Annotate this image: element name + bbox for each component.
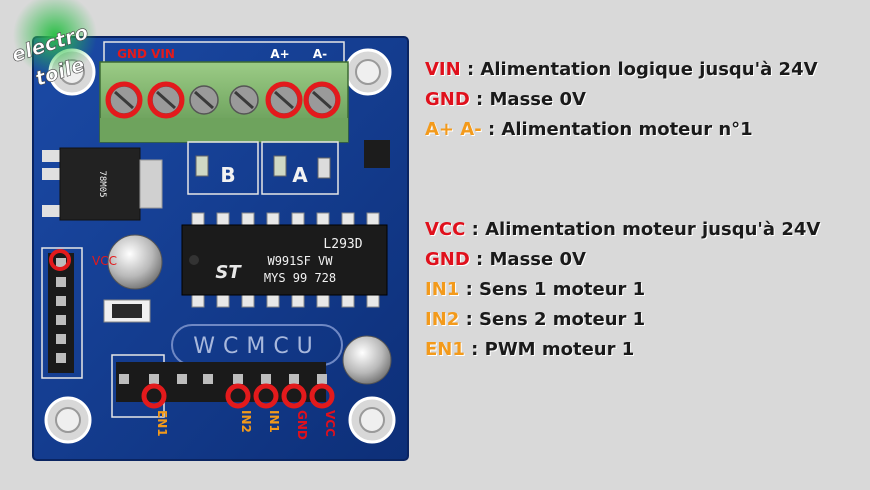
legend-row: EN1 : PWM moteur 1 <box>425 335 865 365</box>
l293d-chip: L293D W991SF VW MYS 99 728 ST <box>181 212 388 308</box>
pin-marker <box>225 383 251 409</box>
legend-description: : Masse 0V <box>469 249 586 270</box>
terminal-marker <box>303 81 341 119</box>
legend-key: EN1 <box>425 339 465 360</box>
chip-st-logo: ST <box>215 262 242 283</box>
vcc-side-label: VCC <box>92 254 117 268</box>
header-pin <box>317 374 327 384</box>
header-pin <box>261 374 271 384</box>
pin-marker <box>281 383 307 409</box>
legend-key: GND <box>425 89 470 110</box>
legend-row: IN2 : Sens 2 moteur 1 <box>425 305 865 335</box>
pin-marker <box>253 383 279 409</box>
terminal-screw <box>189 85 219 115</box>
header-pin <box>177 374 187 384</box>
legend-row: IN1 : Sens 1 moteur 1 <box>425 275 865 305</box>
terminal-marker <box>147 81 185 119</box>
pin-marker <box>141 383 167 409</box>
legend-row: VCC : Alimentation moteur jusqu'à 24V <box>425 215 865 245</box>
channel-label-a: A <box>292 163 308 187</box>
pin-label-in1: IN1 <box>267 410 281 433</box>
header-pin <box>56 315 66 325</box>
channel-leds: B A <box>187 141 339 195</box>
header-pin <box>203 374 213 384</box>
resistor <box>112 304 142 318</box>
terminal-label-gnd-vin: GND VIN <box>117 47 175 61</box>
legend-key: GND <box>425 249 470 270</box>
legend-row: VIN : Alimentation logique jusqu'à 24V <box>425 55 865 85</box>
legend-description: : Alimentation moteur jusqu'à 24V <box>465 219 821 240</box>
header-pin <box>289 374 299 384</box>
smd-chip <box>364 140 390 168</box>
terminal-screw <box>229 85 259 115</box>
terminal-label-a-plus: A+ <box>270 47 289 61</box>
header-pin <box>233 374 243 384</box>
regulator-text: 78M05 <box>97 170 107 197</box>
vcc-side-marker <box>49 249 71 271</box>
terminal-marker <box>265 81 303 119</box>
capacitor-left <box>107 234 163 290</box>
mounting-holes <box>44 48 396 444</box>
header-pin <box>119 374 129 384</box>
pin-label-vcc: VCC <box>323 410 337 437</box>
legend-key: VCC <box>425 219 466 240</box>
chip-line-2: W991SF VW <box>267 254 333 268</box>
legend-row: A+ A- : Alimentation moteur n°1 <box>425 115 865 145</box>
chip-line-1: L293D <box>323 237 362 252</box>
legend-key: IN2 <box>425 309 460 330</box>
header-pin <box>56 277 66 287</box>
legend-description: : Alimentation moteur n°1 <box>481 119 753 140</box>
bottom-pin-header: EN1 IN2 IN1 GND VCC <box>111 354 337 440</box>
chip-line-3: MYS 99 728 <box>264 271 336 285</box>
watermark-text: WCMCU <box>193 334 321 359</box>
legend-key: VIN <box>425 59 461 80</box>
legend-description: : Alimentation logique jusqu'à 24V <box>460 59 818 80</box>
legend-row: GND : Masse 0V <box>425 85 865 115</box>
channel-label-b: B <box>220 163 235 187</box>
legend-description: : Sens 2 moteur 1 <box>459 309 646 330</box>
capacitor-right <box>342 335 392 385</box>
legend-description: : Sens 1 moteur 1 <box>459 279 646 300</box>
legend-description: : Masse 0V <box>469 89 586 110</box>
electrotoile-logo: electro toile <box>8 0 97 91</box>
header-pin <box>56 296 66 306</box>
header-pin <box>149 374 159 384</box>
pin-label-in2: IN2 <box>239 410 253 433</box>
header-pin <box>56 334 66 344</box>
voltage-regulator: 78M05 <box>42 147 163 221</box>
terminal-marker <box>105 81 143 119</box>
pin-label-gnd: GND <box>295 410 309 440</box>
legend-key: IN1 <box>425 279 460 300</box>
legend-description: : PWM moteur 1 <box>464 339 635 360</box>
pin-marker <box>309 383 335 409</box>
legend-row: GND : Masse 0V <box>425 245 865 275</box>
terminal-label-a-minus: A- <box>313 47 327 61</box>
left-pin-header <box>41 247 83 379</box>
header-pin <box>56 258 66 268</box>
header-pin <box>56 353 66 363</box>
screw-terminal-block <box>99 61 349 143</box>
legend-key: A+ A- <box>425 119 482 140</box>
pin-label-en1: EN1 <box>155 410 169 437</box>
